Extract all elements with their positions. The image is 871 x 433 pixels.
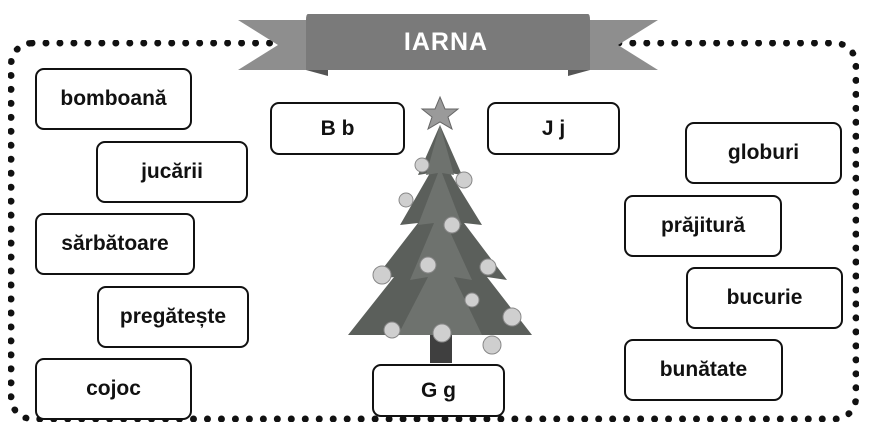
- banner-title: IARNA: [403, 27, 489, 56]
- letter-card-b: B b: [270, 102, 405, 155]
- star-icon: [420, 95, 460, 131]
- banner-tail-left: [238, 20, 328, 70]
- word-card: globuri: [685, 122, 842, 184]
- banner-ribbon: [306, 14, 590, 70]
- word-card: bunătate: [624, 339, 783, 401]
- word-card: sărbătoare: [35, 213, 195, 275]
- christmas-tree-image: [348, 95, 532, 363]
- banner-tail-right: [568, 20, 658, 70]
- word-card: jucării: [96, 141, 248, 203]
- word-card: pregătește: [97, 286, 249, 348]
- word-card: bomboană: [35, 68, 192, 130]
- title-banner: [238, 14, 658, 76]
- letter-card-g: G g: [372, 364, 505, 417]
- letter-card-j: J j: [487, 102, 620, 155]
- word-card: cojoc: [35, 358, 192, 420]
- word-card: prăjitură: [624, 195, 782, 257]
- word-card: bucurie: [686, 267, 843, 329]
